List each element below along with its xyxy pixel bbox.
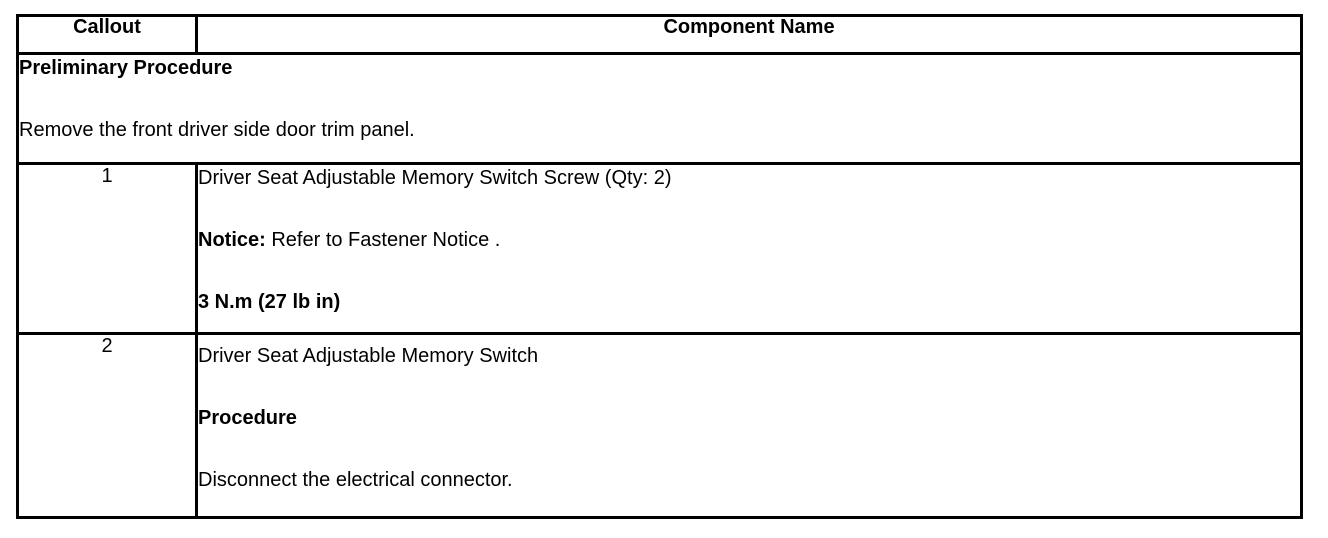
procedure-label: Procedure — [198, 407, 297, 429]
component-callout-table: Callout Component Name Preliminary Proce… — [16, 14, 1303, 519]
callout-column-header: Callout — [16, 14, 198, 55]
header-row: Callout Component Name — [16, 14, 1303, 55]
notice-text: Refer to Fastener Notice . — [265, 229, 501, 251]
component-description-cell: Driver Seat Adjustable Memory Switch Scr… — [195, 162, 1303, 335]
notice-label: Notice: — [198, 229, 266, 251]
callout-number: 2 — [16, 332, 198, 519]
preliminary-procedure-row: Preliminary Procedure Remove the front d… — [16, 52, 1303, 165]
component-description-cell: Driver Seat Adjustable Memory Switch Pro… — [195, 332, 1303, 519]
component-name-text: Driver Seat Adjustable Memory Switch Scr… — [198, 167, 672, 189]
notice-line: Notice: Refer to Fastener Notice . — [198, 227, 1299, 253]
component-name-text: Driver Seat Adjustable Memory Switch — [198, 345, 539, 367]
preliminary-procedure-title: Preliminary Procedure — [19, 57, 233, 79]
preliminary-procedure-instruction: Remove the front driver side door trim p… — [19, 119, 415, 141]
preliminary-procedure-cell: Preliminary Procedure Remove the front d… — [16, 52, 1303, 165]
component-name-column-header: Component Name — [195, 14, 1303, 55]
table-row: 2 Driver Seat Adjustable Memory Switch P… — [16, 332, 1303, 519]
torque-spec: 3 N.m (27 lb in) — [198, 291, 341, 313]
procedure-step: Disconnect the electrical connector. — [198, 469, 513, 491]
callout-number: 1 — [16, 162, 198, 335]
table-row: 1 Driver Seat Adjustable Memory Switch S… — [16, 162, 1303, 335]
